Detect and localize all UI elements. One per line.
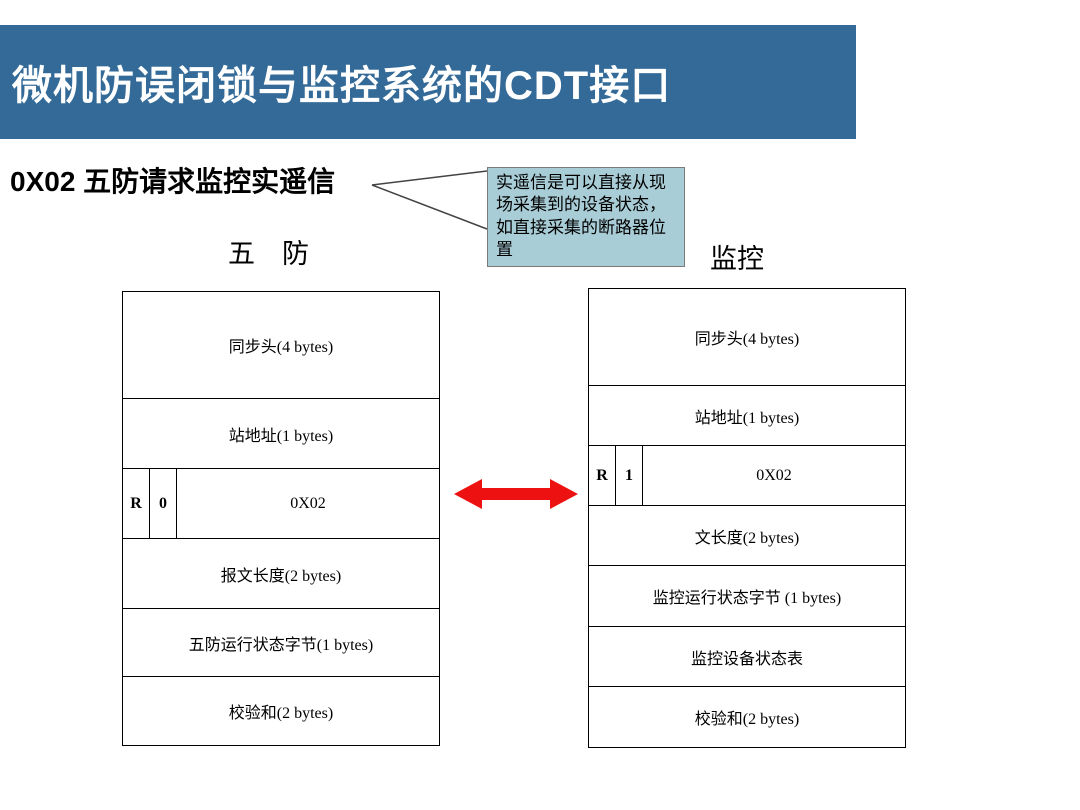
jiankong-frame-table: 同步头(4 bytes) 站地址(1 bytes) R 1 0X02 文长度(2… — [588, 288, 906, 748]
frame-cell-r-flag: R — [589, 446, 616, 505]
frame-cell-checksum: 校验和(2 bytes) — [694, 711, 800, 728]
frame-cell-checksum: 校验和(2 bytes) — [228, 705, 334, 722]
frame-row-function-code: R 0 0X02 — [123, 469, 439, 539]
frame-cell-device-table: 监控设备状态表 — [589, 627, 905, 687]
frame-cell-address: 站地址(1 bytes) — [123, 399, 439, 469]
frame-cell-status: 监控运行状态字节 (1 bytes) — [589, 566, 905, 627]
title-banner: 微机防误闭锁与监控系统的CDT接口 — [0, 25, 856, 139]
double-arrow-icon — [454, 479, 578, 509]
page-title: 微机防误闭锁与监控系统的CDT接口 — [12, 64, 672, 108]
left-frame-label: 五 防 — [228, 239, 309, 269]
frame-cell-code: 0X02 — [290, 494, 326, 512]
frame-row-function-code: R 1 0X02 — [589, 446, 905, 506]
callout-pointer-lines — [371, 170, 488, 230]
frame-cell-code: 0X02 — [756, 466, 792, 484]
frame-cell-length: 文长度(2 bytes) — [589, 506, 905, 566]
section-heading: 0X02 五防请求监控实遥信 — [10, 166, 336, 197]
frame-cell-bit: 0 — [150, 469, 177, 538]
frame-cell-status: 五防运行状态字节(1 bytes) — [123, 609, 439, 677]
frame-cell-length: 报文长度(2 bytes) — [123, 539, 439, 609]
frame-cell-bit: 1 — [616, 446, 643, 505]
callout-note: 实遥信是可以直接从现场采集到的设备状态，如直接采集的断路器位置 — [487, 167, 685, 267]
frame-cell-address: 站地址(1 bytes) — [589, 386, 905, 446]
right-frame-label: 监控 — [710, 244, 764, 274]
frame-cell-sync: 同步头(4 bytes) — [123, 292, 439, 399]
frame-cell-r-flag: R — [123, 469, 150, 538]
frame-cell-sync: 同步头(4 bytes) — [589, 289, 905, 386]
wufang-frame-table: 同步头(4 bytes) 站地址(1 bytes) R 0 0X02 报文长度(… — [122, 291, 440, 746]
